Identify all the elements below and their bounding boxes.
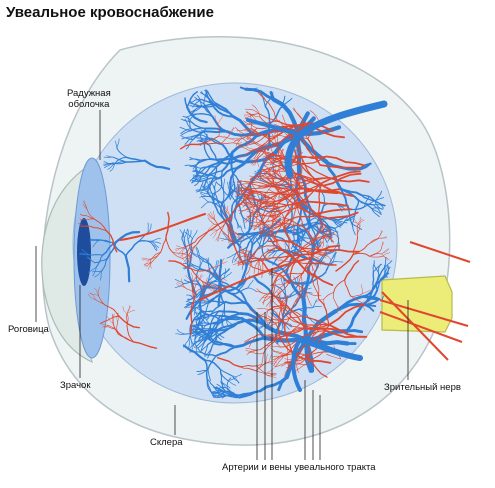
label-vessels: Артерии и вены увеального тракта	[222, 462, 376, 473]
label-pupil: Зрачок	[60, 380, 91, 391]
label-iris: Радужная оболочка	[67, 88, 111, 110]
diagram-title: Увеальное кровоснабжение	[6, 4, 214, 21]
vein-segment	[298, 276, 299, 286]
vein-segment	[373, 272, 374, 288]
label-cornea: Роговица	[8, 324, 49, 335]
vein-segment	[205, 91, 208, 92]
label-iris-line1: Радужная	[67, 88, 111, 99]
label-optic-nerve: Зрительный нерв	[384, 382, 461, 393]
pupil-shape	[77, 218, 91, 286]
vein-segment	[303, 298, 306, 340]
label-iris-line2: оболочка	[67, 99, 111, 110]
label-sclera: Склера	[150, 437, 183, 448]
vein-segment	[89, 255, 102, 256]
vein-segment	[347, 331, 362, 332]
vein-segment	[185, 165, 196, 166]
